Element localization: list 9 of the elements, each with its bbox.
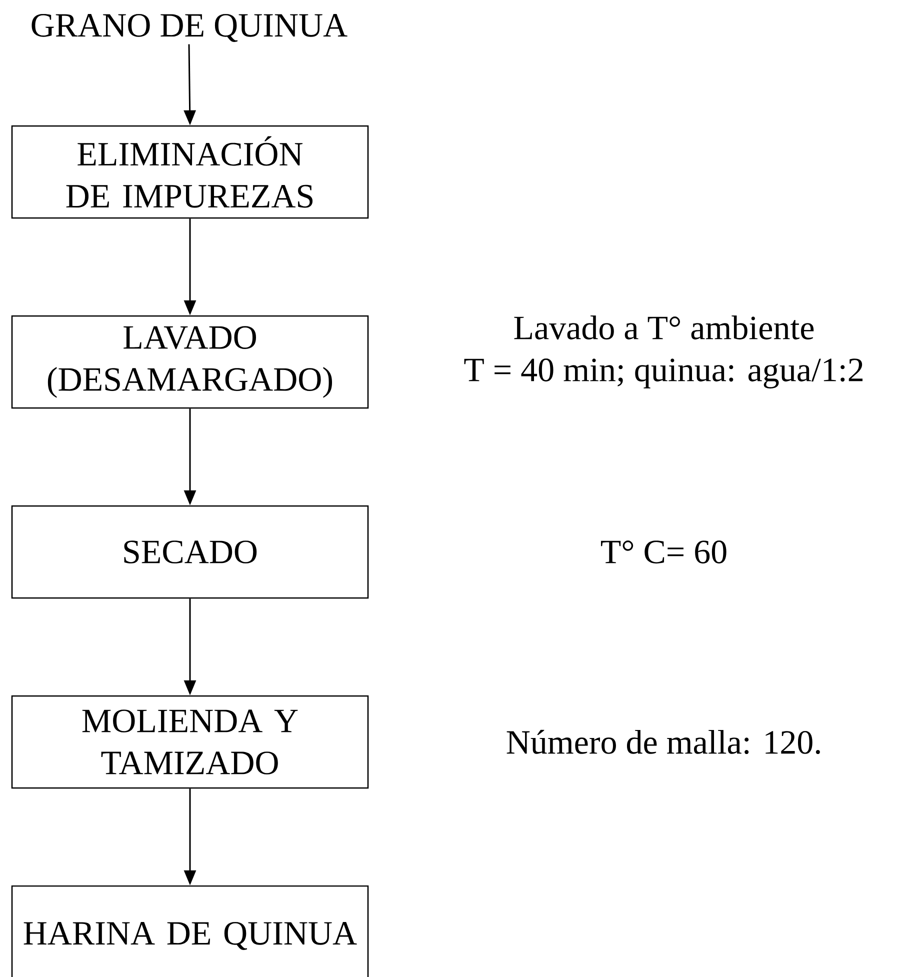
note-text: T° C= 60 bbox=[601, 540, 726, 564]
title-text: GRANO DE QUINUA bbox=[32, 14, 348, 42]
process-box: ELIMINACIÓN DE IMPUREZAS bbox=[11, 125, 369, 219]
process-box: LAVADO (DESAMARGADO) bbox=[11, 315, 369, 409]
process-box: SECADO bbox=[11, 505, 369, 599]
process-box: HARINA DE QUINUA bbox=[11, 885, 369, 977]
note-text: Número de malla: 120. bbox=[506, 730, 820, 754]
process-box: MOLIENDA Y TAMIZADO bbox=[11, 695, 369, 789]
note-text: Lavado a T° ambiente T = 40 min; quinua: agua/1:2 bbox=[464, 316, 862, 388]
